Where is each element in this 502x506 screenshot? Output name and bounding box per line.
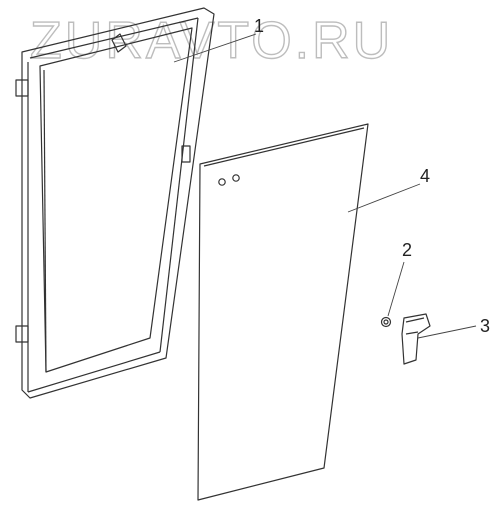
callout-number-1: 1: [254, 16, 264, 36]
part-2-fastener: [380, 316, 392, 328]
part-1-door-frame: [15, 7, 215, 399]
watermark-logo: ZURAVTO.RU: [30, 12, 393, 70]
part-3-handle: [401, 313, 431, 365]
callout-number-2: 2: [402, 240, 412, 260]
leader-line-3: [417, 325, 477, 339]
leader-line-2: [387, 261, 405, 317]
leader-line-1: [173, 33, 257, 63]
leader-line-4: [347, 183, 421, 213]
part-4-glass-panel: [197, 123, 369, 501]
callout-number-4: 4: [420, 166, 430, 186]
callout-number-3: 3: [480, 316, 490, 336]
